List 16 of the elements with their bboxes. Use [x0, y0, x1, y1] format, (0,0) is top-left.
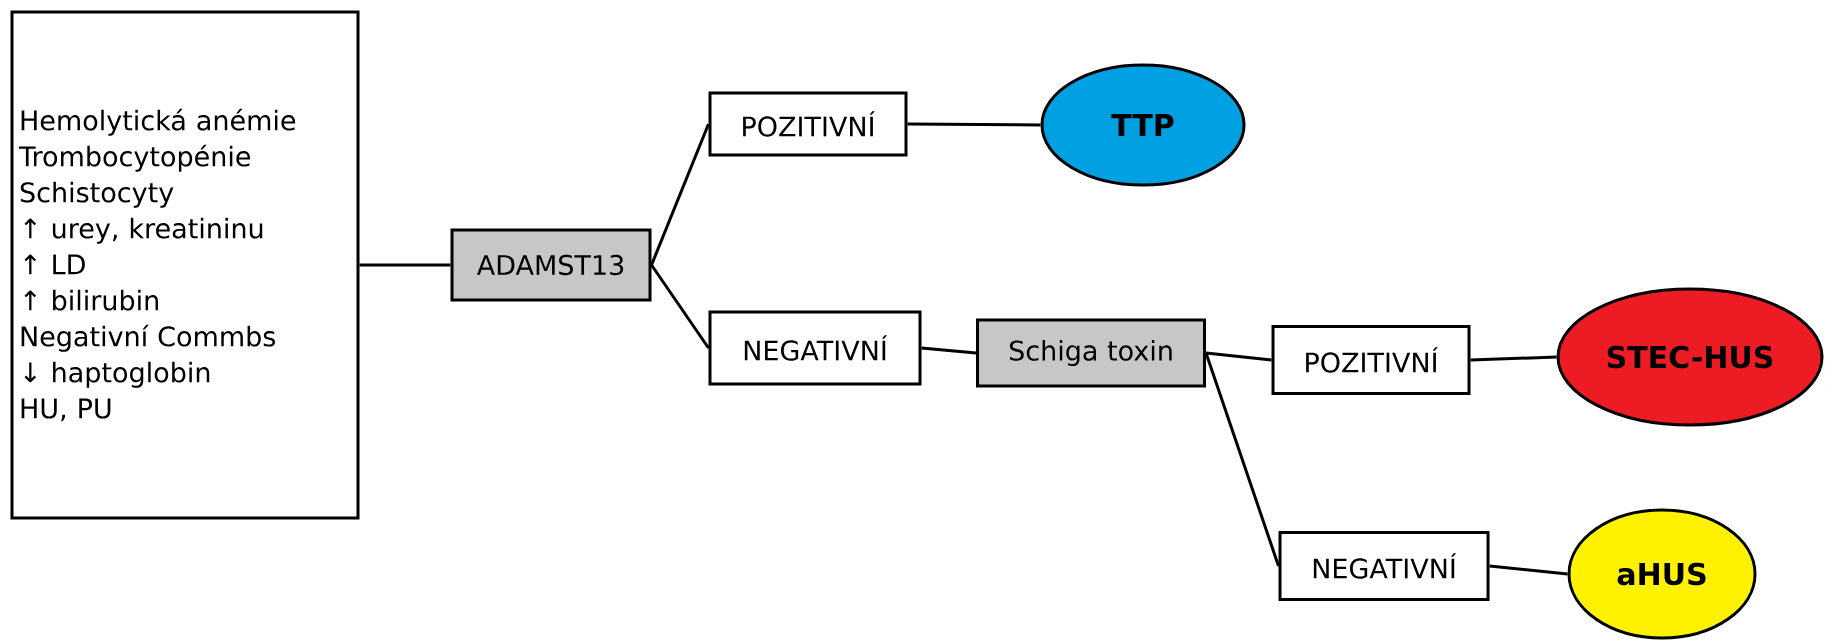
connector-line: [1470, 355, 1557, 362]
connector-line: [921, 346, 977, 355]
connector-line: [1489, 564, 1568, 576]
result-box: NEGATIVNÍ: [708, 310, 922, 386]
result-box: POZITIVNÍ: [1271, 325, 1471, 395]
result-box: POZITIVNÍ: [708, 91, 908, 157]
connector-line: [907, 122, 1041, 127]
connector-line: [1204, 352, 1280, 567]
connector-line: [650, 123, 710, 266]
connector-line: [650, 264, 710, 349]
test-box: ADAMST13: [450, 228, 652, 302]
connector-line: [359, 263, 451, 267]
connector-line: [1205, 351, 1272, 362]
result-box: NEGATIVNÍ: [1278, 531, 1490, 601]
criteria-list-box: Hemolytická anémie Trombocytopénie Schistocyty ↑ urey, kreatininu ↑ LD ↑ bilirubin Negativní Commbs ↓ haptoglobin HU, PU: [10, 10, 360, 520]
test-box: Schiga toxin: [976, 318, 1206, 388]
